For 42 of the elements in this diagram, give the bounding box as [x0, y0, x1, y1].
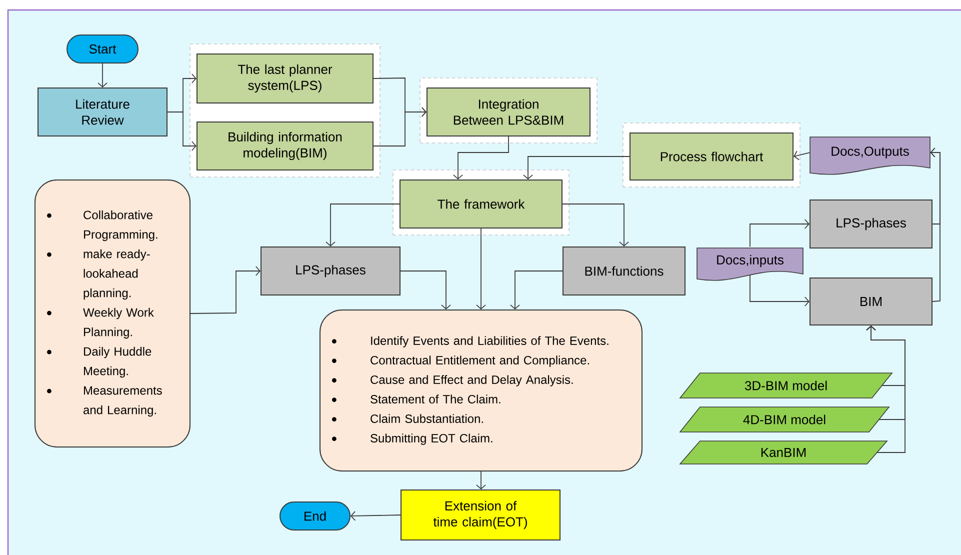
process-box: LPS-phases — [810, 200, 932, 248]
process-box: Process flowchart — [630, 132, 794, 180]
arrow — [750, 219, 810, 248]
arrow — [523, 156, 630, 180]
process-box: LPS-phases — [260, 246, 400, 296]
rounded-box — [320, 310, 642, 472]
list-item: Collaborative Programming. — [84, 210, 158, 242]
arrow — [562, 204, 629, 246]
list-item: Claim Substantiation. — [370, 414, 483, 423]
list-item: Submitting EOT Claim. — [370, 434, 492, 445]
list-item: make ready-lookahead planning. — [84, 249, 150, 300]
list-item: Statement of The Claim. — [370, 394, 500, 404]
arrow — [350, 510, 401, 521]
arrow — [326, 204, 400, 246]
arrow — [510, 270, 563, 310]
arrow — [476, 471, 486, 490]
list-item: Measurements and Learning. — [84, 386, 162, 417]
list-item: Identify Events and Liabilities of The Events. — [371, 336, 608, 348]
arrow — [476, 228, 486, 310]
process-box: Literature Review — [38, 88, 168, 136]
process-box: The last planner system(LPS) — [196, 54, 374, 104]
process-box: Integration Between LPS&BIM — [426, 88, 590, 136]
process-box: BIM — [810, 278, 932, 326]
process-box: BIM-functions — [562, 246, 686, 296]
list-item: Cause and Effect and Delay Analysis. — [370, 375, 573, 386]
arrow — [190, 266, 260, 314]
arrow — [930, 148, 940, 302]
arrow — [373, 107, 426, 146]
arrow — [453, 136, 509, 180]
process-box: Extension of time claim(EOT) — [400, 490, 560, 540]
arrow — [98, 63, 108, 88]
process-box: The framework — [400, 180, 562, 228]
arrow — [167, 112, 196, 151]
arrow — [400, 270, 451, 310]
list-item: Contractual Entitlement and Compliance. — [370, 356, 589, 367]
list-item: Daily Huddle Meeting. — [84, 346, 152, 378]
arrow — [750, 274, 810, 306]
arrow — [794, 150, 810, 160]
rounded-box — [34, 180, 190, 448]
arrow — [866, 326, 906, 453]
list-item: Weekly Work Planning. — [83, 308, 154, 339]
process-box: Building information modeling(BIM) — [196, 122, 374, 170]
